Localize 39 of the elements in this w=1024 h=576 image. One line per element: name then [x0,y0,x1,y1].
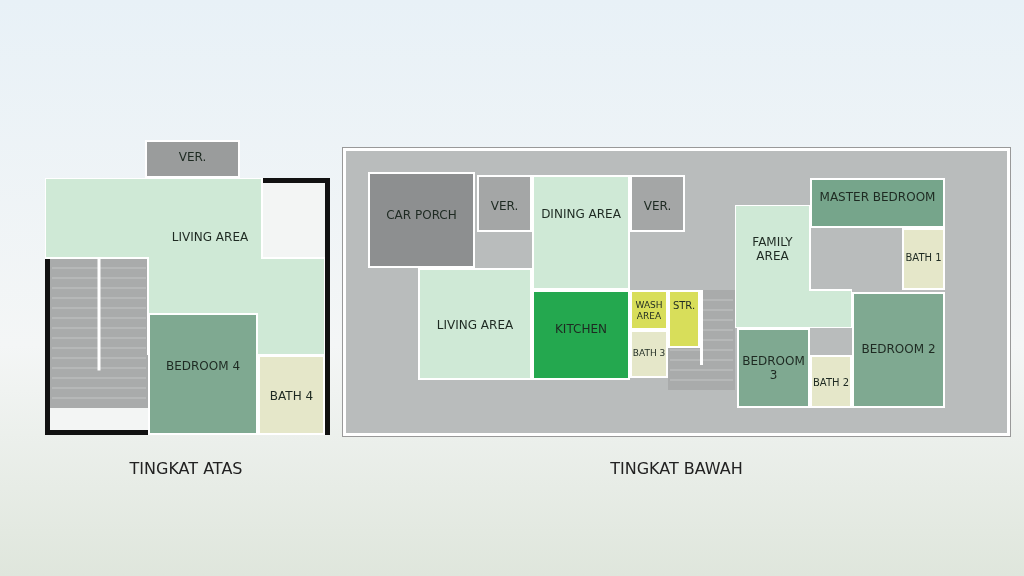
room-label: VER. [642,199,673,213]
room [418,268,532,380]
room-label: DINING AREA [540,207,622,221]
room [810,355,852,408]
room [735,205,852,328]
room [630,175,685,232]
room [532,175,630,290]
room [532,290,630,380]
room [258,355,325,435]
room-label: BEDROOM 3 [741,354,806,382]
room-label: MASTER BEDROOM [818,190,937,204]
room-label: VER. [177,150,208,164]
room [630,290,668,330]
room-label: CAR PORCH [385,208,458,222]
room-label: BATH 2 [812,377,850,389]
room-label: BATH 4 [268,389,315,403]
room [630,330,668,378]
room [852,292,945,408]
room [145,140,240,178]
room [810,178,945,228]
floor-title: TINGKAT BAWAH [609,459,744,478]
room-label: LIVING AREA [435,318,515,332]
room [737,328,810,408]
room-label: BATH 1 [904,252,943,264]
room-label: BATH 3 [632,348,666,359]
room-label: KITCHEN [554,322,608,336]
room-label: WASH AREA [634,300,664,322]
room [148,313,258,435]
room [668,290,700,348]
room-label: BEDROOM 4 [164,359,242,373]
room-label: LIVING AREA [170,230,250,244]
room [477,175,532,232]
floor-title: TINGKAT ATAS [128,459,244,478]
room-label: BEDROOM 2 [860,342,937,356]
room [902,228,945,290]
room-label: FAMILY AREA [751,235,794,263]
room-label: STR. [671,300,697,312]
room-label: VER. [489,199,520,213]
room [368,172,475,268]
